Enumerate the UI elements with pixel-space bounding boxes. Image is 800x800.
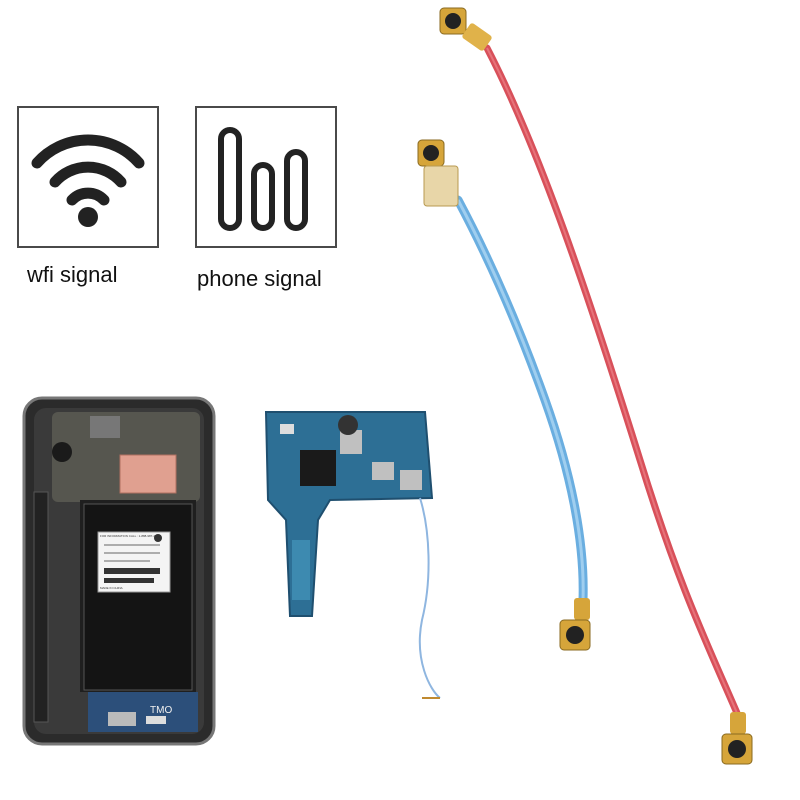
phone-signal-icon-box bbox=[195, 106, 337, 248]
tmo-sticker-text: TMO bbox=[150, 705, 173, 716]
red-cable-top-connector bbox=[439, 7, 492, 51]
wifi-caption: wfi signal bbox=[27, 262, 118, 287]
phone-label-line2: MADE IN CHINA bbox=[100, 586, 123, 590]
wifi-icon-box bbox=[17, 106, 159, 248]
wifi-icon bbox=[31, 134, 145, 227]
red-cable-bottom-connector bbox=[721, 712, 753, 765]
phone-label-line1: FOR INFORMATION CALL : 1-888-987-4357 bbox=[100, 534, 161, 538]
phone-signal-caption: phone signal bbox=[197, 266, 322, 291]
blue-cable-top-connector bbox=[417, 139, 459, 207]
signal-bars-icon bbox=[218, 127, 308, 231]
blue-cable-bottom-connector bbox=[559, 598, 591, 651]
